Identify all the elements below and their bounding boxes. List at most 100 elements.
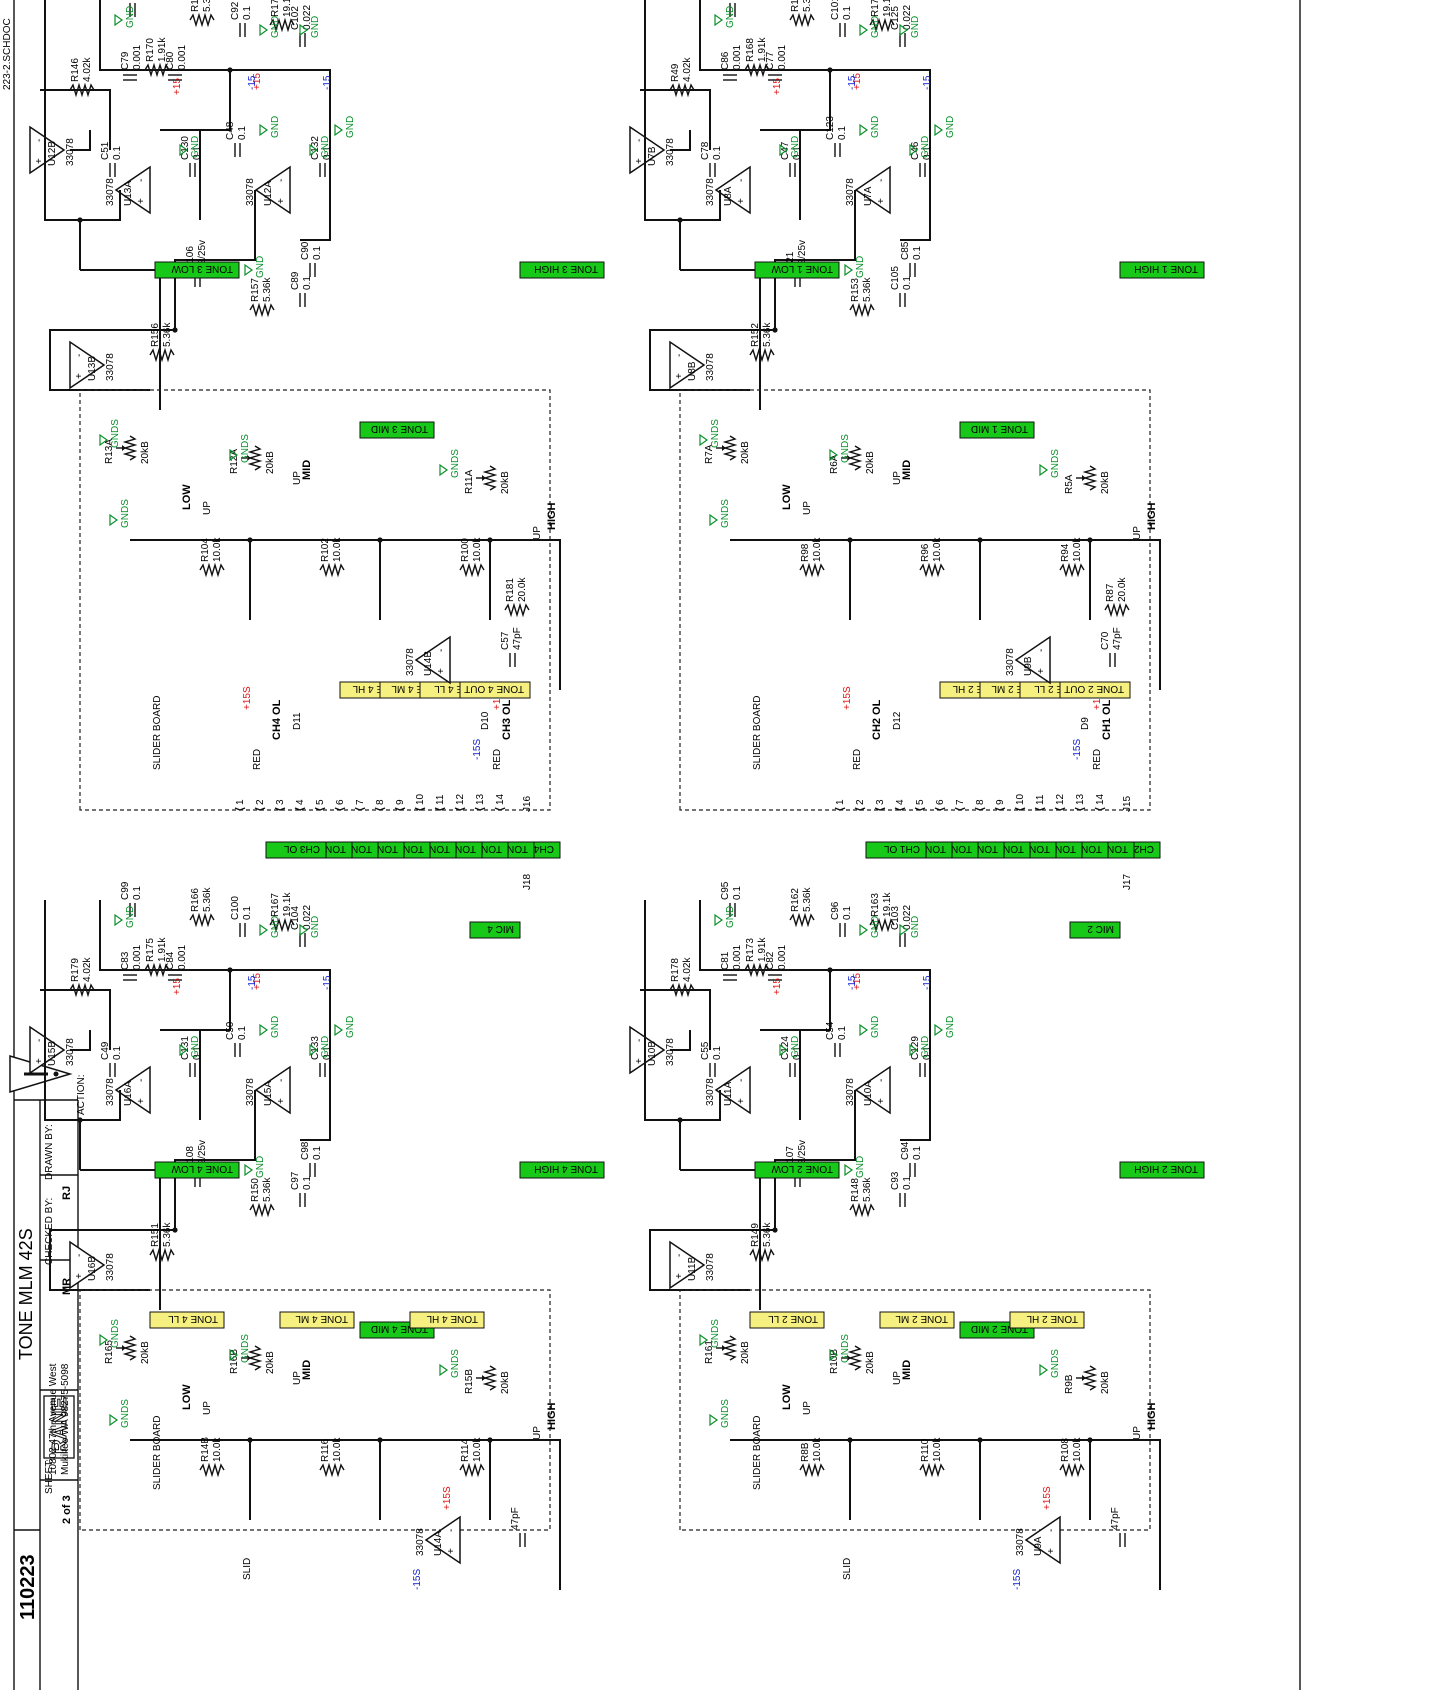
pot-ref: R6A <box>829 454 840 474</box>
resistor-ref: R94 <box>1060 543 1071 562</box>
resistor-ref: R155 <box>790 0 801 12</box>
capacitor-value: 0.001 <box>777 45 788 70</box>
net-label-text: TONE 4 ML <box>295 1313 348 1324</box>
up-label: UP <box>892 471 903 485</box>
pot-ref: R165 <box>104 1340 115 1364</box>
ground-symbol-icon <box>714 913 724 927</box>
ground-symbol-icon <box>99 1333 109 1347</box>
junction-dot <box>977 537 983 543</box>
pin-number: 13 <box>475 793 486 805</box>
pot-value: 20kB <box>500 1371 511 1394</box>
ground-label: GND <box>255 256 266 278</box>
ground-symbol-icon <box>859 23 869 37</box>
ground-label: GNDS <box>720 1399 731 1428</box>
net-label-text: TONE 2 LL <box>768 1313 818 1324</box>
pot-ref: R12A <box>229 449 240 474</box>
capacitor-ref: C55 <box>700 1041 711 1060</box>
resistor-value: 19.1k <box>282 0 293 17</box>
op-amp-plus: + <box>674 373 685 379</box>
capacitor-ref: C51 <box>100 141 111 160</box>
wire <box>699 900 931 1141</box>
plus15-label: +15 <box>772 78 783 95</box>
ground-label: GND <box>270 116 281 138</box>
led-color-label: RED <box>252 749 263 770</box>
pot-value: 20kB <box>865 1351 876 1374</box>
connector-pin-icon <box>414 807 426 811</box>
capacitor-value: 0.1 <box>902 276 913 290</box>
plus15-label: +15 <box>172 78 183 95</box>
pot-value: 20kB <box>1100 471 1111 494</box>
capacitor-ref: C49 <box>100 1041 111 1060</box>
ground-label: GNDS <box>840 1334 851 1363</box>
junction-dot <box>247 537 253 543</box>
wire <box>79 190 121 270</box>
junction-dot <box>377 537 383 543</box>
op-amp-plus: + <box>634 158 645 164</box>
net-label: TONE 4 HL <box>409 1311 485 1329</box>
net-label-flag <box>1069 921 1121 939</box>
resistor-value: 5.36k <box>762 322 773 347</box>
resistor-ref: R179 <box>70 958 81 982</box>
capacitor-ref: C50 <box>225 1021 236 1040</box>
capacitor-ref: C82 <box>765 951 776 970</box>
op-amp-triangle <box>629 125 666 175</box>
capacitor-value: 0.022 <box>302 905 313 930</box>
pin-number: 5 <box>315 799 326 805</box>
op-amp-ref: U15A <box>263 1081 274 1106</box>
capacitor-ref: C54 <box>825 1021 836 1040</box>
op-amp-part: 33078 <box>105 1078 116 1106</box>
resistor-ref: R168 <box>745 38 756 62</box>
resistor-value: 20.0k <box>517 577 528 602</box>
capacitor-ref: C93 <box>890 1171 901 1190</box>
connector-pin-icon <box>314 807 326 811</box>
capacitor-value: 0.1 <box>242 906 253 920</box>
ground-symbol-icon <box>259 923 269 937</box>
resistor-zigzag <box>69 982 95 998</box>
low-label: LOW <box>181 1384 193 1410</box>
resistor-ref: R153 <box>850 278 861 302</box>
op-amp-ref: U15B <box>47 1041 58 1066</box>
resistor-ref: R152 <box>750 323 761 347</box>
capacitor-ref: C132 <box>310 136 321 160</box>
resistor-zigzag <box>799 562 825 578</box>
pot-value: 20kB <box>265 1351 276 1374</box>
pot-value: 20kB <box>140 1341 151 1364</box>
pin-number: 12 <box>1055 793 1066 805</box>
op-amp-plus: + <box>1036 668 1047 674</box>
ground-label: GNDS <box>120 499 131 528</box>
pin-number: 8 <box>975 799 986 805</box>
resistor-value: 10.0k <box>932 537 943 562</box>
op-amp-plus: + <box>74 373 85 379</box>
capacitor-value: 0.1 <box>192 146 203 160</box>
connector-pin-icon <box>1034 807 1046 811</box>
pot-value: 20kB <box>740 441 751 464</box>
op-amp-plus: + <box>674 1273 685 1279</box>
ground-symbol-icon <box>244 263 254 277</box>
capacitor-value: 0.1 <box>312 1146 323 1160</box>
capacitor-value: 0.001 <box>132 45 143 70</box>
pin-number: 8 <box>375 799 386 805</box>
high-label: HIGH <box>1146 1402 1158 1430</box>
resistor: R1555.36k <box>789 0 815 28</box>
junction-dot <box>827 67 833 73</box>
op-amp-ref: U16B <box>87 1256 98 1281</box>
